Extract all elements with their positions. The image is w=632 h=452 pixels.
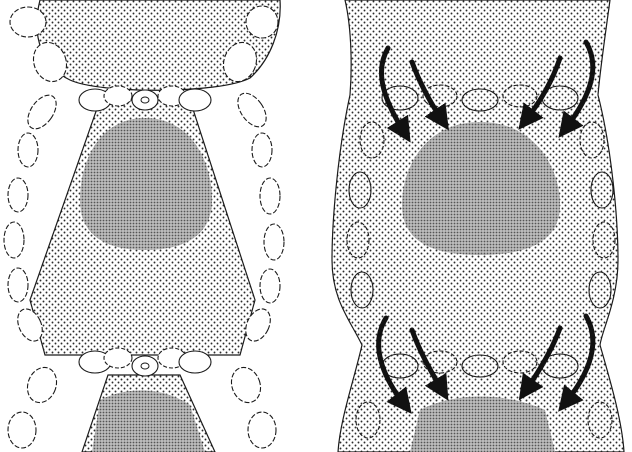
junction-oval-top-5 bbox=[179, 89, 211, 111]
oval-l6 bbox=[4, 222, 24, 258]
oval-r1 bbox=[246, 6, 278, 38]
junction-oval-top-2 bbox=[104, 86, 132, 106]
oval-l7 bbox=[8, 268, 28, 302]
oval-l4 bbox=[18, 133, 38, 167]
left-panel bbox=[4, 0, 284, 452]
oval-r9 bbox=[227, 363, 266, 406]
oval-r3 bbox=[232, 88, 272, 132]
oval-l10 bbox=[8, 412, 36, 448]
junction-oval-bot-5 bbox=[179, 351, 211, 373]
oval-l9 bbox=[23, 363, 62, 406]
oval-r7 bbox=[260, 269, 280, 303]
oval-r5 bbox=[260, 178, 280, 214]
oval-r4 bbox=[252, 133, 272, 167]
oval-l1 bbox=[10, 7, 46, 37]
junction-oval-top-3 bbox=[132, 90, 158, 110]
oval-l5 bbox=[8, 178, 28, 212]
junction-oval-bot-3 bbox=[132, 356, 158, 376]
oval-l3 bbox=[22, 90, 62, 134]
oval-r10 bbox=[248, 412, 276, 448]
junction-oval-bot-2 bbox=[104, 348, 132, 368]
oval-r6 bbox=[264, 224, 284, 260]
right-panel bbox=[332, 0, 624, 452]
